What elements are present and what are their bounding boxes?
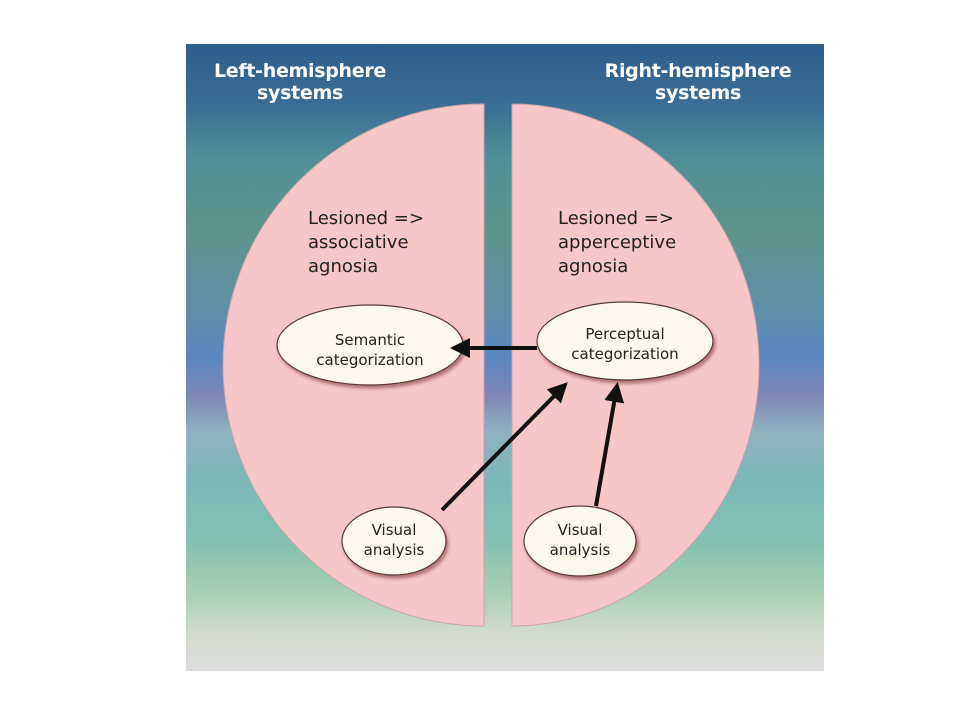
semantic-categorization-label: Semantic categorization — [316, 331, 424, 369]
perceptual-categorization-label: Perceptual categorization — [571, 325, 679, 363]
right-visual-analysis-node — [523, 505, 637, 577]
diagram-panel: Left-hemisphere systems Right-hemisphere… — [186, 44, 824, 671]
right-lesion-note: Lesioned => apperceptive agnosia — [558, 208, 677, 277]
perceptual-categorization-node — [536, 301, 714, 381]
right-hemisphere-header: Right-hemisphere systems — [604, 60, 792, 104]
left-visual-analysis-label: Visual analysis — [363, 521, 425, 559]
left-visual-analysis-node — [341, 506, 447, 576]
right-visual-analysis-label: Visual analysis — [549, 521, 611, 559]
arrow-right-visual-to-perceptual — [594, 382, 625, 507]
left-hemisphere-header: Left-hemisphere systems — [213, 60, 387, 104]
left-lesion-note: Lesioned => associative agnosia — [308, 208, 424, 277]
arrow-left-visual-to-perceptual — [440, 382, 568, 512]
diagram-graphic — [186, 44, 824, 671]
